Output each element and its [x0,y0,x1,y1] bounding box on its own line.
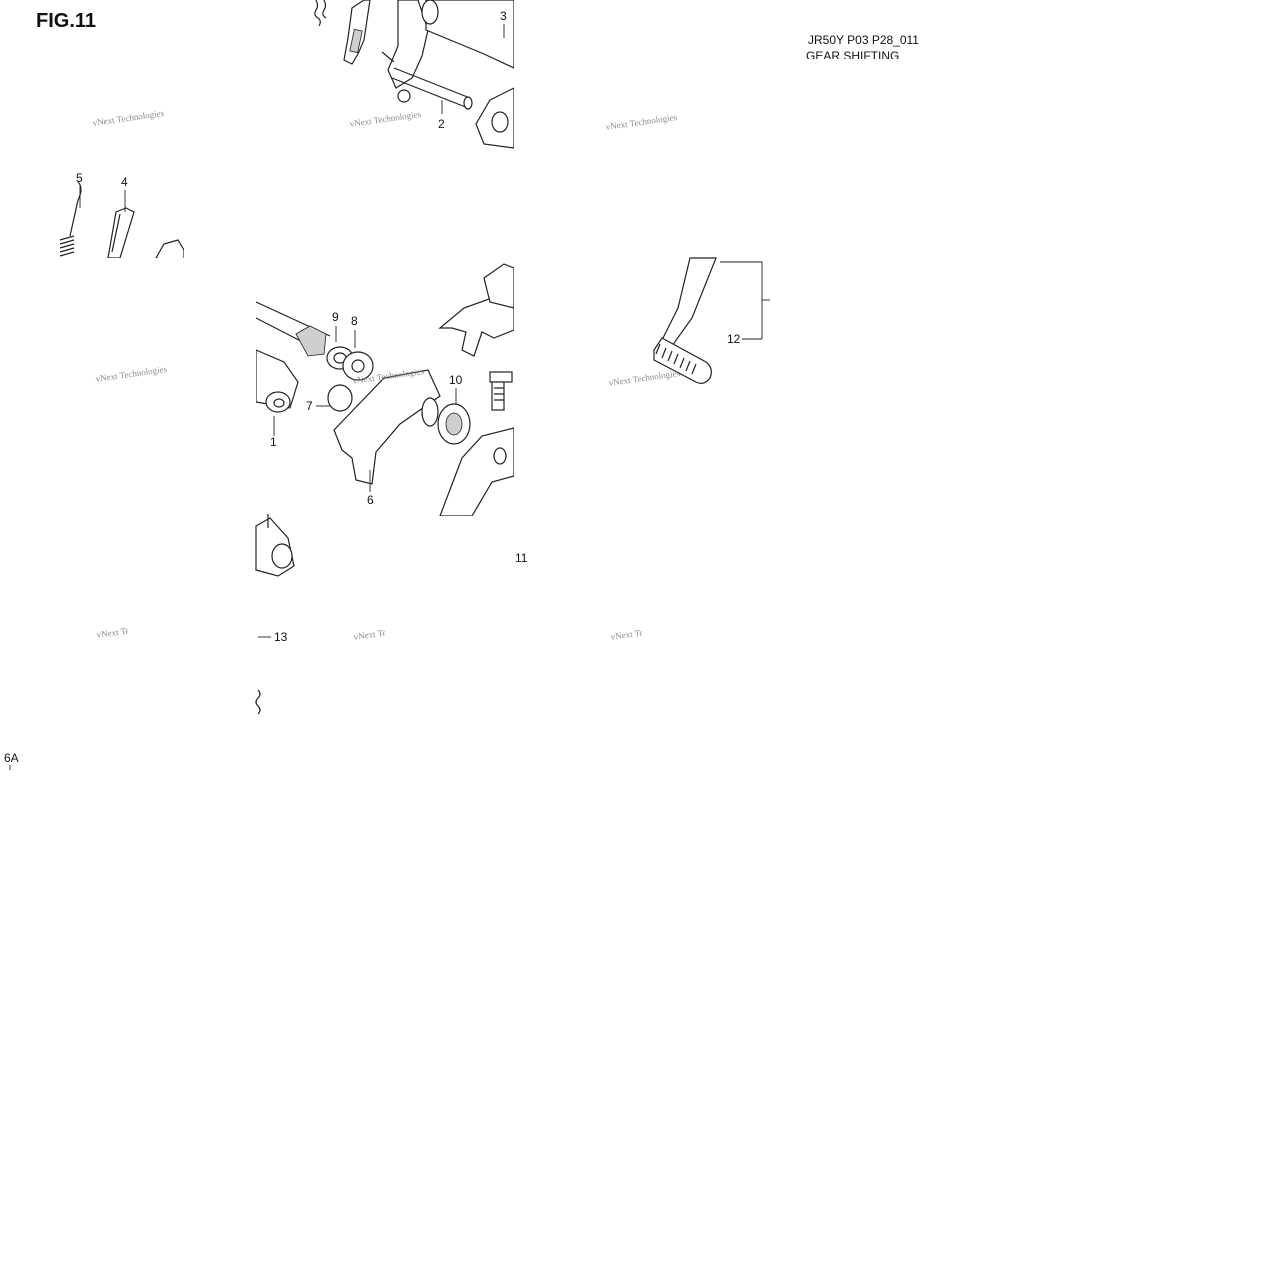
callout-1: 1 [270,435,277,449]
page-ref: 6A [4,751,19,765]
callout-13: 13 [274,630,288,644]
callout-4: 4 [121,175,128,189]
callout-6: 6 [367,493,374,507]
callout-9: 9 [332,310,339,324]
callout-7: 7 [306,399,313,413]
panel-shift-cam [314,0,514,149]
diagram-subtitle: GEAR SHIFTING [806,49,900,59]
panel-shift-forks [256,263,514,516]
callout-2: 2 [438,117,445,131]
callout-11: 11 [515,551,528,565]
diagram-code: JR50Y P03 P28_011 [808,33,919,47]
leader-lines [9,24,770,770]
watermark-clip: vNext Technologies [351,626,385,650]
callout-12: 12 [727,332,741,346]
watermark: vNext Technologies [96,624,128,640]
watermark: vNext Technologies [353,626,385,642]
panel-spring-pawl [59,181,184,258]
callout-10: 10 [449,373,463,387]
callout-8: 8 [351,314,358,328]
diagram-subtitle-clip: GEAR SHIFTING [806,48,1006,59]
watermark-clip: vNext Technologies [608,626,642,650]
callout-5: 5 [76,171,83,185]
panel-spring-end [255,689,261,715]
panel-shift-lever [653,257,717,384]
watermark: vNext Technologies [610,626,642,642]
watermark-clip: vNext Technologies [94,624,128,648]
callout-3: 3 [500,9,507,23]
panel-shift-shaft-end [255,514,295,577]
figure-title: FIG.11 [36,10,97,32]
